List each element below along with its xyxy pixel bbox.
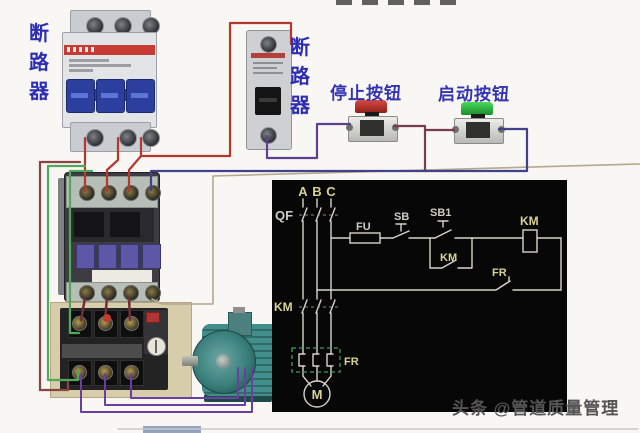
terminal-screw [260, 36, 277, 53]
motor-hub [216, 354, 231, 369]
fr-dashed-box [291, 347, 341, 373]
circuit-breaker-3p [62, 8, 160, 152]
terminal-screw [392, 124, 399, 131]
terminal-screw [119, 129, 137, 147]
breaker-toggle-2 [96, 79, 125, 113]
breaker-toggle [255, 87, 281, 115]
terminal-screw [346, 124, 353, 131]
start-pushbutton [452, 98, 508, 148]
terminal-screw [145, 185, 161, 201]
cropped-title-fragment [336, 0, 466, 5]
breaker-rating-text [253, 72, 283, 74]
linkage-dashes [299, 214, 338, 308]
breaker-brand-band [64, 45, 155, 55]
motor-m-label: M [312, 387, 323, 402]
terminal-screw [101, 185, 117, 201]
button-contact-block [466, 122, 490, 138]
phase-b-label: B [312, 184, 321, 199]
terminal-screw [498, 126, 505, 133]
contactor-indicator-window [76, 244, 95, 269]
contactor-inset [110, 212, 140, 237]
circuit-breaker-1p [246, 30, 292, 150]
stop-button-label: 停止按钮 [330, 84, 402, 103]
motor-terminal-cap [233, 307, 245, 313]
schematic-lines [298, 198, 562, 408]
breaker-3p-label: 断路器 [29, 23, 49, 103]
breaker-rating-text [253, 67, 277, 69]
sb1-label: SB1 [430, 207, 451, 219]
terminal-screw [142, 129, 160, 147]
terminal-screw [86, 129, 104, 147]
terminal-screw [79, 185, 95, 201]
button-stem [471, 114, 485, 120]
fu-label: FU [356, 221, 371, 233]
relay-reset-button [146, 312, 160, 323]
km-coil-label: KM [520, 214, 539, 228]
breaker-3p-bottom-terminals [70, 122, 160, 152]
terminal-screw [123, 185, 139, 201]
contactor-indicator-window [98, 244, 117, 269]
phase-labels: A B C [298, 184, 336, 199]
qf-label: QF [275, 208, 293, 223]
motor-shaft [182, 356, 198, 366]
fuse-symbol [349, 232, 381, 244]
contactor-bottom-terminals [66, 282, 161, 302]
terminal-screw [260, 127, 277, 144]
terminal-screw [124, 316, 139, 331]
wire-maroon-stop-start [392, 124, 456, 132]
breaker-toggle-1 [66, 79, 95, 113]
green-button-cap [461, 102, 493, 115]
terminal-screw [452, 126, 459, 133]
sb-label: SB [394, 211, 409, 223]
relay-mid-band [62, 344, 142, 358]
terminal-screw [98, 365, 113, 380]
contactor-indicator-window [142, 244, 161, 269]
terminal-screw [123, 285, 139, 301]
terminal-screw [98, 316, 113, 331]
breaker-rating-text [69, 69, 93, 72]
schematic-drawing: A B C QF FU SB SB1 KM KM KM FR FR M [274, 184, 562, 408]
button-stem [365, 112, 379, 118]
contactor-top-terminals [66, 176, 161, 208]
contactor-mid-block [70, 208, 154, 242]
phase-c-label: C [326, 184, 336, 199]
breaker-1p-label: 断路器 [290, 37, 310, 117]
terminal-screw [79, 285, 95, 301]
km-main-label: KM [274, 300, 293, 314]
breaker-rating-text [69, 59, 109, 62]
contactor-label-strip [92, 270, 152, 284]
fr-contact-label: FR [492, 267, 507, 279]
control-schematic-panel: A B C QF FU SB SB1 KM KM KM FR FR M [272, 180, 567, 412]
breaker-rating-text [253, 62, 283, 64]
breaker-brand-band [251, 53, 285, 58]
contactor-inset [74, 212, 104, 237]
terminal-screw [124, 365, 139, 380]
breaker-3p-body [62, 32, 157, 128]
phase-a-label: A [298, 184, 308, 199]
thermal-relay [50, 300, 192, 398]
watermark-text: 头条 @管道质量管理 [452, 399, 620, 418]
km-aux-label: KM [440, 252, 457, 264]
relay-current-dial [147, 337, 166, 356]
fr-box-label: FR [344, 356, 359, 368]
contactor-indicator-window [120, 244, 139, 269]
terminal-screw [72, 316, 87, 331]
breaker-toggle-3 [126, 79, 155, 113]
breaker-rating-text [69, 64, 131, 67]
terminal-screw [145, 285, 161, 301]
motor-symbol [303, 380, 331, 408]
contactor [58, 170, 161, 302]
button-contact-block [360, 120, 384, 136]
bottom-cropped-bar [143, 426, 201, 433]
terminal-screw [72, 365, 87, 380]
km-coil-symbol [522, 229, 538, 253]
terminal-screw [101, 285, 117, 301]
start-button-label: 启动按钮 [438, 85, 510, 104]
red-button-cap [355, 100, 387, 113]
